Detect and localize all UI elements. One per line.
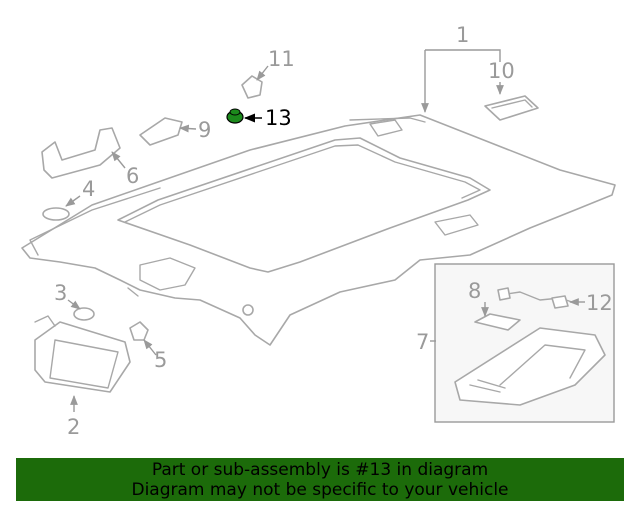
part-5-clip bbox=[129, 321, 149, 341]
callout-3: 3 bbox=[54, 281, 67, 305]
callout-12: 12 bbox=[586, 291, 613, 315]
callout-7: 7 bbox=[416, 330, 429, 354]
part-11-clip bbox=[241, 75, 263, 99]
part-3-clip bbox=[73, 307, 95, 321]
callout-2: 2 bbox=[67, 415, 80, 439]
callout-9: 9 bbox=[198, 118, 211, 142]
callout-labels: 1 10 11 13 9 6 4 3 5 2 7 8 12 bbox=[54, 23, 613, 439]
part-9-lamp bbox=[139, 117, 183, 146]
info-banner: Part or sub-assembly is #13 in diagram D… bbox=[16, 458, 624, 501]
callout-5: 5 bbox=[154, 348, 167, 372]
banner-line-1: Part or sub-assembly is #13 in diagram bbox=[151, 460, 489, 480]
banner-line-2: Diagram may not be specific to your vehi… bbox=[131, 480, 509, 500]
callout-13: 13 bbox=[265, 106, 292, 130]
part-4-cap bbox=[42, 207, 70, 221]
callout-6: 6 bbox=[126, 164, 139, 188]
headliner bbox=[21, 114, 616, 346]
part-2-sunvisor bbox=[34, 315, 131, 393]
part-10-overhead-module bbox=[484, 95, 539, 121]
part-7-inset bbox=[434, 263, 615, 423]
callout-8: 8 bbox=[468, 279, 481, 303]
sunroof-opening bbox=[117, 137, 491, 273]
part-6-grab-handle bbox=[41, 127, 121, 179]
callout-11: 11 bbox=[268, 47, 295, 71]
callout-4: 4 bbox=[82, 177, 95, 201]
callout-10: 10 bbox=[488, 59, 515, 83]
leader-lines bbox=[65, 49, 585, 412]
callout-1: 1 bbox=[456, 23, 469, 47]
part-13-nut-icon bbox=[226, 108, 244, 124]
